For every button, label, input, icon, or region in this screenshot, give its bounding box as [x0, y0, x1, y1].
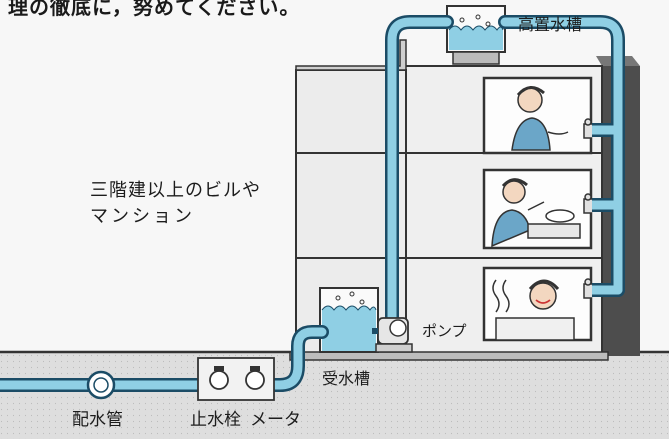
building-caption-line-2: マンション	[90, 206, 195, 227]
label-water-main: 配水管	[72, 410, 123, 430]
faucets	[583, 118, 592, 299]
window-2f	[482, 168, 593, 250]
ground	[0, 350, 669, 439]
header-text: 理の徹底に，努めてください。	[8, 0, 301, 19]
receiving-tank	[319, 287, 379, 353]
label-meter: メータ	[250, 410, 301, 430]
building-caption-line-1: 三階建以上のビルや	[90, 180, 261, 201]
pump	[372, 317, 413, 353]
pipe-network	[0, 15, 625, 392]
label-elevated-tank: 高置水槽	[518, 15, 583, 34]
label-receiving-tank: 受水槽	[322, 369, 371, 388]
window-1f	[482, 266, 593, 342]
window-3f	[482, 76, 593, 155]
elevated-tank	[446, 5, 506, 65]
meter-box	[197, 357, 275, 401]
water-main-ring	[86, 370, 116, 400]
label-pump: ポンプ	[422, 322, 467, 340]
label-stop-valve: 止水栓	[190, 410, 241, 430]
